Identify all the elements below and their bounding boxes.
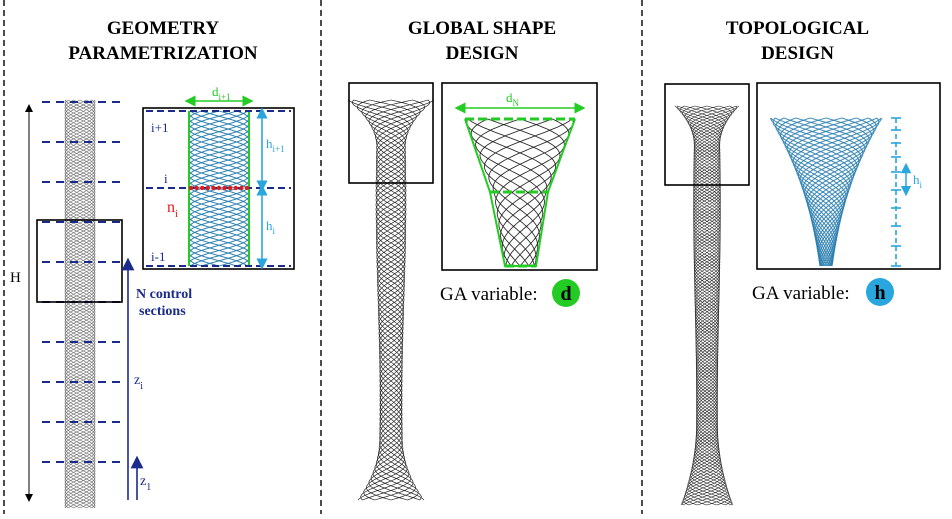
ga-badge-d — [552, 279, 580, 307]
lattice-strut — [363, 99, 417, 501]
lattice-strut — [363, 99, 417, 501]
node-dot — [239, 185, 244, 191]
lattice-strut — [365, 99, 419, 501]
inset-strut — [779, 117, 851, 267]
inset-topology-lattice — [770, 117, 882, 267]
lattice-strut — [347, 99, 411, 501]
inset-strut — [803, 117, 868, 267]
lattice-strut — [686, 105, 735, 506]
topology-lattice-column — [674, 105, 740, 506]
ga-badge-d-label: d — [560, 283, 571, 305]
lattice-strut — [356, 99, 414, 501]
inset-strut — [783, 117, 864, 267]
lattice-strut — [64, 99, 96, 509]
main-lattice-column — [64, 99, 96, 509]
title-global-shape-line-1: GLOBAL SHAPE — [407, 18, 557, 39]
h-upper-label: hi+1 — [266, 136, 285, 154]
shaped-lattice-column — [347, 99, 435, 501]
ga-badge-h-label: h — [874, 282, 885, 304]
lattice-strut — [685, 105, 730, 506]
node-dot — [205, 185, 210, 191]
node-dots — [188, 185, 250, 191]
node-count-label: ni — [167, 199, 178, 220]
d-label: di+1 — [212, 84, 231, 102]
section-label-down: i-1 — [151, 249, 165, 264]
lattice-strut — [64, 99, 96, 509]
node-dot — [211, 185, 216, 191]
inset-strut — [772, 117, 856, 267]
title-geometry: GEOMETRY PARAMETRIZATION — [5, 16, 321, 66]
lattice-strut — [674, 105, 726, 506]
lattice-strut — [365, 99, 419, 501]
inset-strut — [795, 117, 866, 267]
title-topological-line-1: TOPOLOGICAL — [725, 18, 870, 39]
inset-strut — [774, 117, 862, 267]
height-label: H — [10, 270, 21, 286]
lattice-strut — [685, 105, 732, 506]
title-geometry-line-1: GEOMETRY — [106, 18, 220, 39]
inset-strut — [467, 118, 557, 267]
inset-strut — [770, 117, 860, 267]
z-1-label: z1 — [140, 474, 151, 493]
lattice-strut — [64, 99, 96, 509]
lattice-strut — [64, 99, 96, 509]
lattice-strut — [351, 99, 412, 501]
node-dot — [194, 185, 199, 191]
inset-strut — [777, 117, 853, 267]
section-label-up: i+1 — [151, 120, 168, 135]
node-dot — [216, 185, 222, 191]
control-sections-label-2: sections — [139, 304, 186, 319]
lattice-strut — [685, 105, 732, 506]
lattice-strut — [64, 99, 96, 509]
panel-global-shape: dN GA variable: d — [347, 82, 598, 501]
zoom-box-p3 — [664, 83, 750, 186]
lattice-strut — [682, 105, 729, 506]
title-topological: TOPOLOGICAL DESIGN — [643, 16, 952, 66]
inset-box-p2 — [441, 82, 598, 271]
node-dot — [188, 185, 194, 191]
zoom-box-p2 — [348, 82, 434, 184]
lattice-strut — [64, 99, 96, 509]
panel-geometry: H zi z1 N control sections di+1 — [10, 84, 295, 509]
lattice-strut — [688, 105, 740, 506]
node-dot — [233, 185, 238, 191]
hi-label: hi — [913, 172, 923, 190]
node-dot — [200, 185, 205, 191]
z-i-label: zi — [134, 373, 143, 392]
lattice-strut — [679, 105, 728, 506]
ga-variable-text-p3: GA variable: — [752, 283, 850, 304]
control-sections-label-1: N control — [136, 287, 192, 302]
title-global-shape-line-2: DESIGN — [445, 43, 519, 64]
h-ruler — [891, 117, 901, 267]
title-global-shape: GLOBAL SHAPE DESIGN — [322, 16, 642, 66]
node-dot — [222, 185, 227, 191]
node-dot — [228, 185, 233, 191]
lattice-strut — [676, 105, 727, 506]
h-lower-label: hi — [266, 218, 276, 236]
ga-badge-h — [866, 278, 894, 306]
inset-strut — [770, 117, 858, 267]
ga-variable-text-p2: GA variable: — [440, 284, 538, 305]
section-label-mid: i — [164, 171, 168, 186]
inset-strut — [775, 117, 855, 267]
title-topological-line-2: DESIGN — [761, 43, 834, 64]
inset-strut — [466, 118, 552, 267]
lattice-strut — [682, 105, 729, 506]
panel-topological: hi GA variable: h — [664, 82, 941, 506]
title-geometry-line-2: PARAMETRIZATION — [68, 43, 258, 64]
lattice-strut — [687, 105, 738, 506]
dN-label: dN — [506, 90, 520, 108]
node-dot — [244, 185, 250, 191]
lattice-strut — [64, 99, 96, 509]
